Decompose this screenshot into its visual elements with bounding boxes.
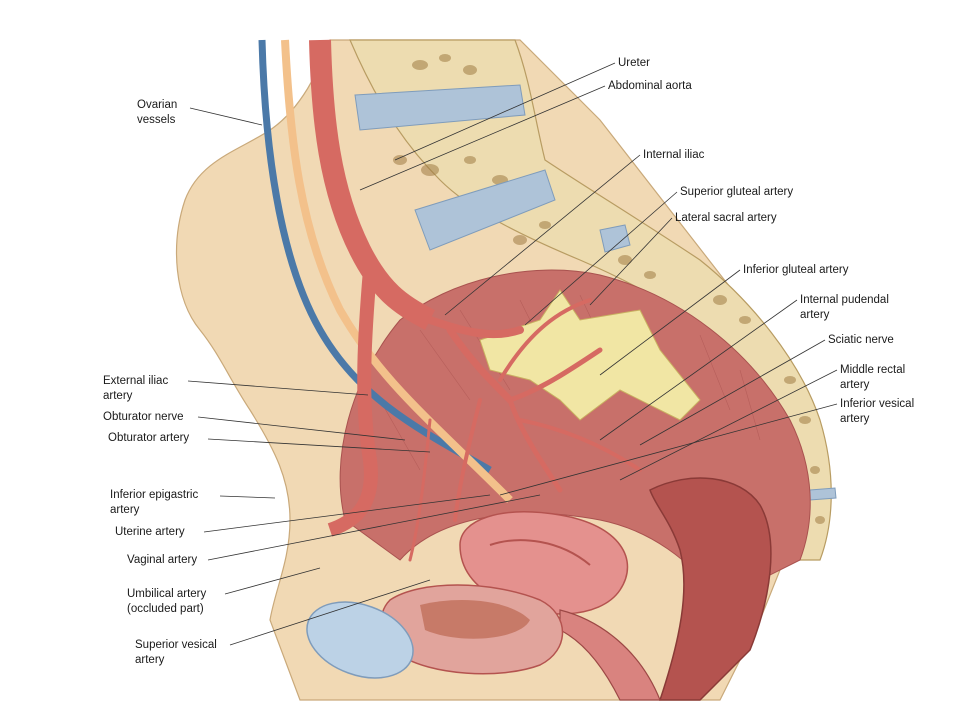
label-sciatic-nerve: Sciatic nerve <box>828 334 894 346</box>
label-external-iliac-artery-l2: artery <box>103 390 133 402</box>
rectum <box>649 477 772 701</box>
label-internal-iliac: Internal iliac <box>643 149 705 161</box>
label-inferior-vesical-artery-l1: Inferior vesical <box>840 398 914 410</box>
label-umbilical-artery-l1: Umbilical artery <box>127 588 206 600</box>
vertebral-bodies <box>393 54 825 524</box>
label-internal-pudendal-artery-l1: Internal pudendal <box>800 294 889 306</box>
label-obturator-artery: Obturator artery <box>108 432 189 444</box>
label-uterine-artery: Uterine artery <box>115 526 185 538</box>
ovarian-vein <box>258 39 492 474</box>
label-superior-vesical-artery-l2: artery <box>135 654 165 666</box>
label-ovarian-vessels-l1: Ovarian <box>137 99 177 111</box>
label-umbilical-artery-l2: (occluded part) <box>127 603 204 615</box>
label-superior-vesical-artery-l1: Superior vesical <box>135 639 217 651</box>
label-inferior-epigastric-artery-l2: artery <box>110 504 140 516</box>
uterine-cavity <box>489 539 591 566</box>
label-lateral-sacral-artery: Lateral sacral artery <box>675 212 777 224</box>
ureter-path <box>281 39 513 503</box>
vagina <box>559 609 661 701</box>
pubic-bone <box>306 601 414 679</box>
left-labels: Ovarian vessels External iliac artery Ob… <box>103 99 541 666</box>
right-labels: Ureter Abdominal aorta Internal iliac Su… <box>359 57 914 496</box>
label-internal-pudendal-artery-l2: artery <box>800 309 830 321</box>
label-obturator-nerve: Obturator nerve <box>103 411 184 423</box>
label-inferior-epigastric-artery-l1: Inferior epigastric <box>110 489 198 501</box>
label-vaginal-artery: Vaginal artery <box>127 554 197 566</box>
abdominal-aorta-path <box>309 39 435 330</box>
label-middle-rectal-artery-l1: Middle rectal <box>840 364 905 376</box>
label-middle-rectal-artery-l2: artery <box>840 379 870 391</box>
label-superior-gluteal-artery: Superior gluteal artery <box>680 186 793 198</box>
label-external-iliac-artery-l1: External iliac <box>103 375 168 387</box>
external-iliac-path <box>327 269 378 537</box>
label-ovarian-vessels-l2: vessels <box>137 114 176 126</box>
bladder-lumen <box>420 600 530 639</box>
label-ureter: Ureter <box>618 57 650 69</box>
label-abdominal-aorta: Abdominal aorta <box>608 80 692 92</box>
intervertebral-discs <box>354 84 837 501</box>
label-inferior-gluteal-artery: Inferior gluteal artery <box>743 264 849 276</box>
label-inferior-vesical-artery-l2: artery <box>840 413 870 425</box>
